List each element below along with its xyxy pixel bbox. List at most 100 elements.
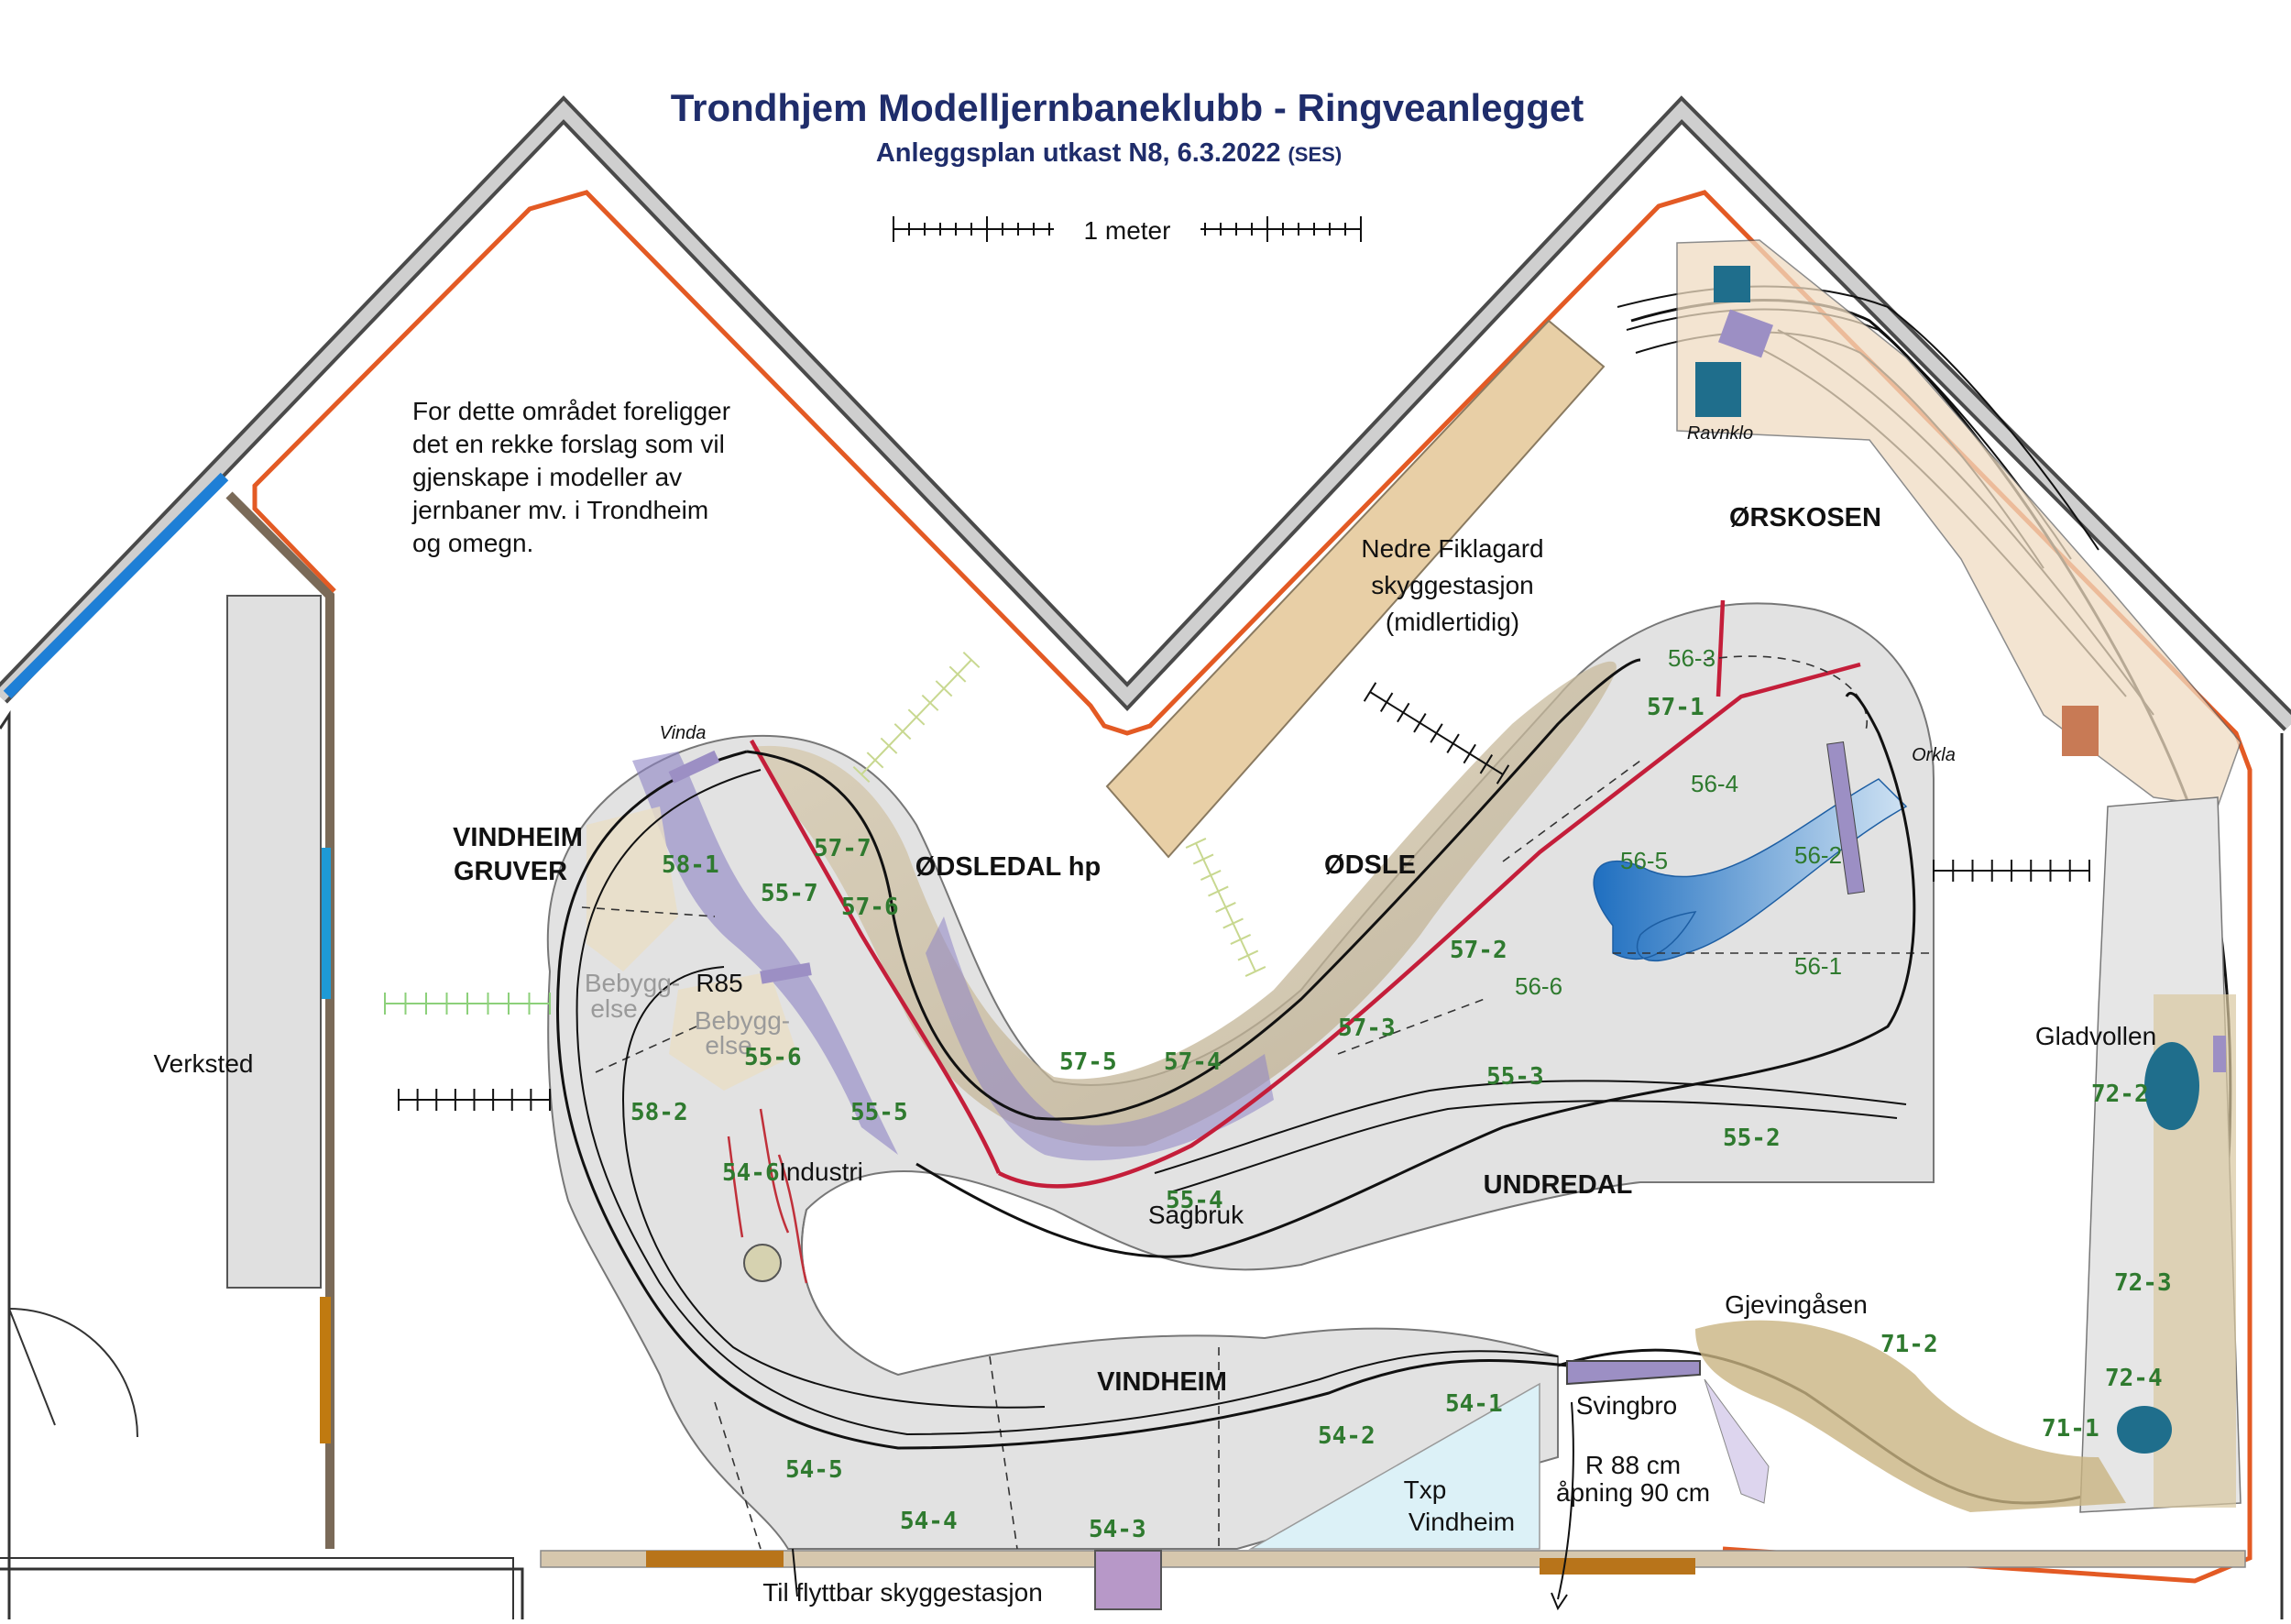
room-walls — [0, 95, 2291, 1619]
scale-label-bg — [1054, 215, 1200, 248]
ruler-tick — [1397, 702, 1410, 723]
ruler-tick — [1479, 754, 1494, 774]
sagbruk-label: Sagbruk — [1148, 1201, 1244, 1229]
bottom-left-wall-inner — [0, 1557, 514, 1619]
gjevingasen-area — [1695, 1320, 2126, 1512]
ruler-tick — [1208, 885, 1229, 897]
txp-label-1: Txp — [1404, 1476, 1447, 1504]
segment-55-6: 55-6 — [744, 1044, 802, 1071]
footer-label: Til flyttbar skyggestasjon — [762, 1578, 1043, 1607]
ruler-tick — [852, 765, 871, 784]
ruler-tick — [880, 737, 898, 754]
vindheim-gruver-label-2: GRUVER — [454, 857, 567, 886]
partition-window — [320, 848, 331, 999]
ruler-tick — [948, 665, 967, 683]
divider-6 — [714, 1401, 762, 1550]
platform-orkla — [1826, 741, 1866, 895]
track-r85 — [621, 966, 1046, 1409]
ruler-tick — [1496, 764, 1510, 785]
note-line-2: det en rekke forslag som vil — [412, 430, 725, 458]
segment-71-1: 71-1 — [2042, 1415, 2099, 1443]
bebyggelse-area-1 — [586, 807, 678, 971]
shelf-strip — [540, 1550, 2246, 1568]
segment-55-7: 55-7 — [761, 880, 818, 907]
footer-pointer — [792, 1548, 798, 1597]
shelf-accent-1 — [646, 1551, 784, 1567]
left-wall — [0, 710, 11, 1619]
orskosen-platform — [1718, 309, 1773, 358]
track-odsle-loop — [915, 691, 1916, 1258]
workshop-bench — [226, 595, 322, 1289]
ruler-tick — [1363, 682, 1377, 702]
vindheim-label: VINDHEIM — [1097, 1367, 1227, 1397]
txp-label-2: Vindheim — [1409, 1508, 1515, 1536]
bebyggelse-1-label-b: else — [590, 994, 637, 1023]
r85-label: R85 — [696, 969, 742, 997]
ruler-tick — [921, 694, 939, 711]
ruler-tick — [1463, 743, 1476, 764]
scale-ticks — [893, 216, 1362, 242]
platform-gladvollen — [2213, 1036, 2226, 1072]
shelf-box — [1094, 1550, 1162, 1610]
segment-58-1: 58-1 — [662, 851, 719, 879]
backdrop-line — [252, 190, 2253, 1584]
segment-54-5: 54-5 — [785, 1456, 843, 1484]
segment-56-6: 56-6 — [1515, 972, 1562, 1000]
segment-57-4: 57-4 — [1164, 1048, 1222, 1076]
track-odsledal-main — [746, 658, 1641, 1121]
divider-2 — [595, 1026, 697, 1073]
segment-72-4: 72-4 — [2105, 1365, 2163, 1392]
ruler-tick — [893, 723, 912, 741]
orskosen-water-1 — [1714, 266, 1750, 302]
note-line-1: For dette området foreligger — [412, 397, 730, 425]
roof-wall-inner — [0, 100, 2291, 729]
gladvollen-pond — [2117, 1406, 2172, 1454]
segment-54-2: 54-2 — [1318, 1422, 1376, 1450]
ruler-tick — [907, 708, 926, 726]
subtitle-tag: (SES) — [1288, 143, 1342, 166]
bottom-left-wall — [0, 1567, 524, 1619]
segment-55-4: 55-4 — [1166, 1187, 1223, 1214]
swing-bridge — [1566, 1360, 1701, 1386]
nedre-label-2: skyggestasjon — [1371, 571, 1533, 599]
odsledal-hp-label: ØDSLEDAL hp — [915, 852, 1101, 882]
divider-7 — [989, 1355, 1018, 1550]
undredal-label: UNDREDAL — [1484, 1170, 1633, 1200]
segment-57-2: 57-2 — [1450, 937, 1507, 964]
bebyggelse-area-2 — [669, 971, 797, 1091]
ravnklo-label: Ravnklo — [1687, 423, 1753, 444]
track-undredal-1 — [1154, 1080, 1907, 1174]
odsle-label: ØDSLE — [1324, 850, 1416, 880]
swing-bridge-arrow-head — [1551, 1592, 1568, 1611]
vinda-label: Vinda — [660, 723, 707, 743]
staging-yard-nedre-fiklagard — [1105, 319, 1606, 859]
subtitle-main: Anleggsplan utkast N8, 6.3.2022 — [876, 138, 1281, 168]
ruler-tick — [962, 651, 981, 669]
industry-spur-3 — [727, 1136, 744, 1238]
gladvollen-label: Gladvollen — [2035, 1022, 2156, 1050]
segment-71-2: 71-2 — [1880, 1331, 1938, 1358]
nedre-label-3: (midlertidig) — [1386, 608, 1519, 636]
orskosen-water-2 — [1695, 362, 1741, 417]
orkla-river — [1593, 778, 1908, 962]
segment-57-7: 57-7 — [814, 835, 871, 862]
segment-55-3: 55-3 — [1486, 1063, 1544, 1091]
orskosen-building — [2062, 706, 2099, 756]
partition-wall — [225, 491, 334, 1549]
ruler-tick — [1215, 902, 1236, 913]
swing-bridge-opening: åpning 90 cm — [1556, 1478, 1710, 1507]
divider-9 — [1704, 655, 1868, 734]
swing-bridge-radius: R 88 cm — [1585, 1451, 1681, 1479]
workshop-label: Verksted — [154, 1049, 254, 1078]
boundary-odsledal — [750, 739, 1002, 1174]
segment-58-2: 58-2 — [630, 1099, 688, 1126]
scale-bar: 1 meter — [893, 215, 1362, 248]
segment-55-5: 55-5 — [850, 1099, 908, 1126]
industry-spur-1 — [759, 1108, 790, 1234]
turntable — [743, 1244, 782, 1282]
ruler-tick — [1430, 723, 1443, 743]
ruler-tick — [1230, 934, 1252, 945]
segment-labels: 58-1 58-2 55-7 55-6 55-5 55-4 55-3 55-2 … — [630, 644, 2172, 1543]
vinda-river — [632, 752, 898, 1155]
ruler-tick — [935, 680, 953, 697]
